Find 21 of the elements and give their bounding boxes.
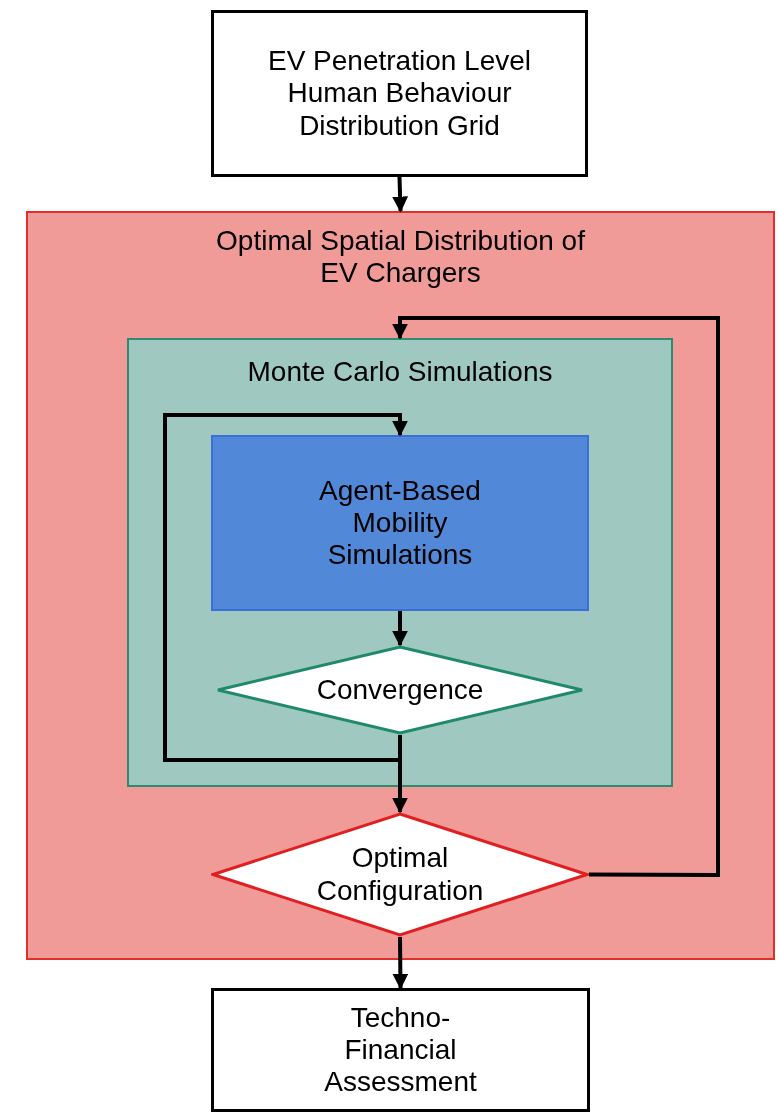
arrow [163,413,408,762]
node-label: Distribution Grid [299,109,500,142]
node-label: Agent-Based Mobility Simulations [318,474,482,572]
process-region [26,211,775,960]
node-label: Human Behaviour [287,77,512,110]
node-label: Techno-Financial Assessment [323,1001,478,1099]
decision-diamond [216,645,584,735]
process-box [211,435,589,611]
input-box [211,10,588,177]
node-label: Optimal Spatial Distribution of EV Chargers [215,225,586,290]
output-box [211,988,590,1112]
node-label: EV Penetration Level [267,45,532,78]
node-label: Optimal Configuration [315,842,485,907]
decision-diamond [211,812,589,937]
arrow [392,176,409,213]
arrow [392,611,408,647]
process-region [127,338,673,787]
node-label: Monte Carlo Simulations [247,356,553,389]
arrow [392,316,720,877]
node-label: Convergence [316,673,484,707]
arrow [392,936,409,990]
